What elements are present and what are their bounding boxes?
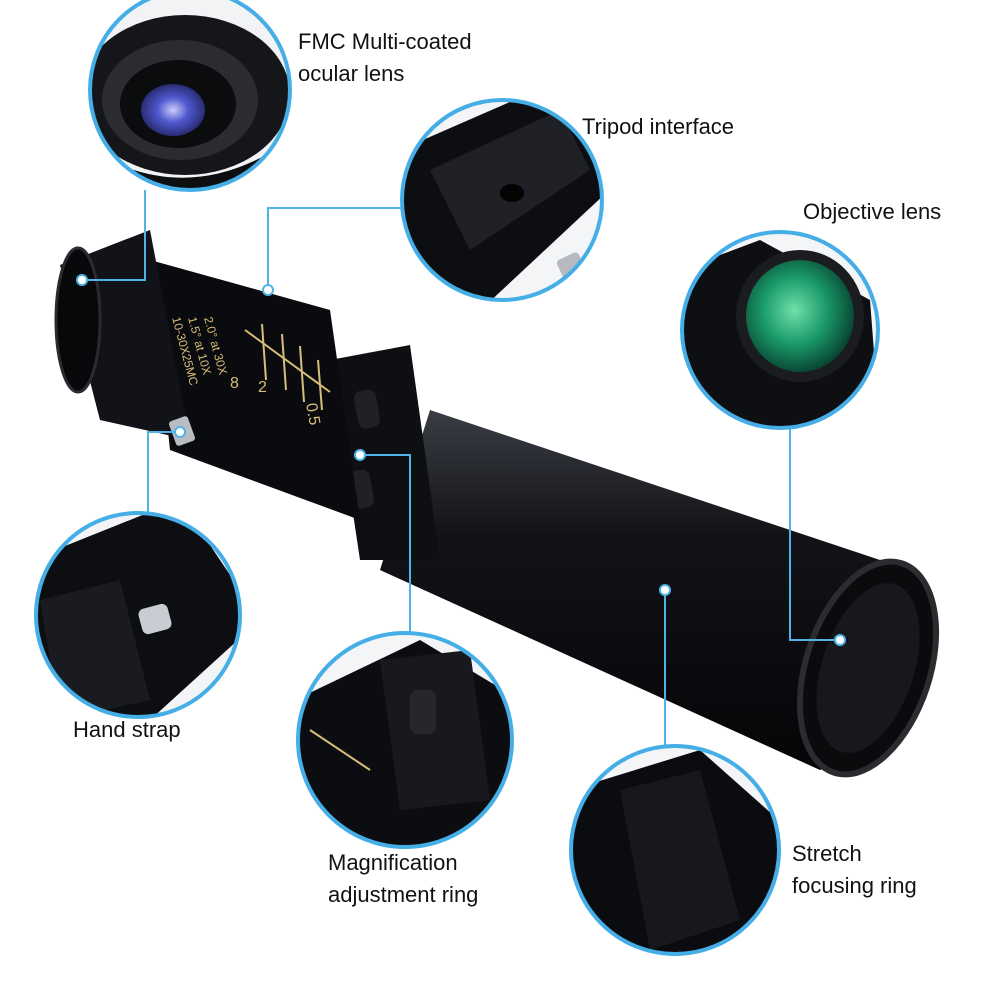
objective-inner [816, 583, 920, 753]
eyepiece-end [54, 246, 102, 394]
label-line: Magnification [328, 850, 458, 875]
inset-ring [88, 0, 292, 192]
inset-magnification-ring [296, 631, 514, 849]
label-line: Objective lens [803, 199, 942, 224]
label-line: focusing ring [792, 873, 917, 898]
inset-tripod-interface [400, 98, 604, 302]
inset-ring [400, 98, 604, 302]
inset-ring [34, 511, 242, 719]
label-ocular-lens: FMC Multi-coated ocular lens [298, 26, 472, 90]
scale-section [150, 260, 360, 520]
strap-peg [138, 603, 172, 635]
grip-notch [354, 389, 380, 429]
label-line: Hand strap [73, 717, 181, 742]
scale-mark: 8 [230, 375, 239, 392]
inset-focusing-ring [569, 744, 781, 956]
label-line: adjustment ring [328, 882, 479, 907]
inset-hand-strap [34, 511, 242, 719]
label-line: Tripod interface [582, 114, 735, 139]
inset-ring [296, 631, 514, 849]
monocular-body [54, 230, 940, 778]
label-objective-lens: Objective lens [803, 196, 941, 228]
tripod-socket [500, 184, 524, 202]
scale-mark: 2 [258, 379, 267, 396]
inset-ring [680, 230, 880, 430]
label-focusing-ring: Stretch focusing ring [792, 838, 917, 902]
label-magnification-ring: Magnification adjustment ring [328, 847, 478, 911]
label-line: Stretch [792, 841, 862, 866]
inset-objective-lens [680, 230, 880, 430]
scale-lines [244, 323, 331, 411]
label-tripod-interface: Tripod interface [582, 111, 734, 143]
engraving-group: 10-30X25MC 1.5° at 10X 2.0° at 30X 8 2 0… [169, 315, 323, 427]
scale-mark: 0.5 [302, 402, 323, 427]
label-hand-strap: Hand strap [73, 714, 181, 746]
callout-dots [76, 274, 846, 646]
label-line: ocular lens [298, 61, 405, 86]
callout-connectors [82, 190, 840, 745]
ocular-glass [141, 84, 205, 136]
objective-glass [746, 260, 854, 372]
inset-ocular-lens [88, 0, 292, 192]
front-barrel [380, 410, 930, 770]
inset-ring [569, 744, 781, 956]
label-line: FMC Multi-coated [298, 29, 472, 54]
